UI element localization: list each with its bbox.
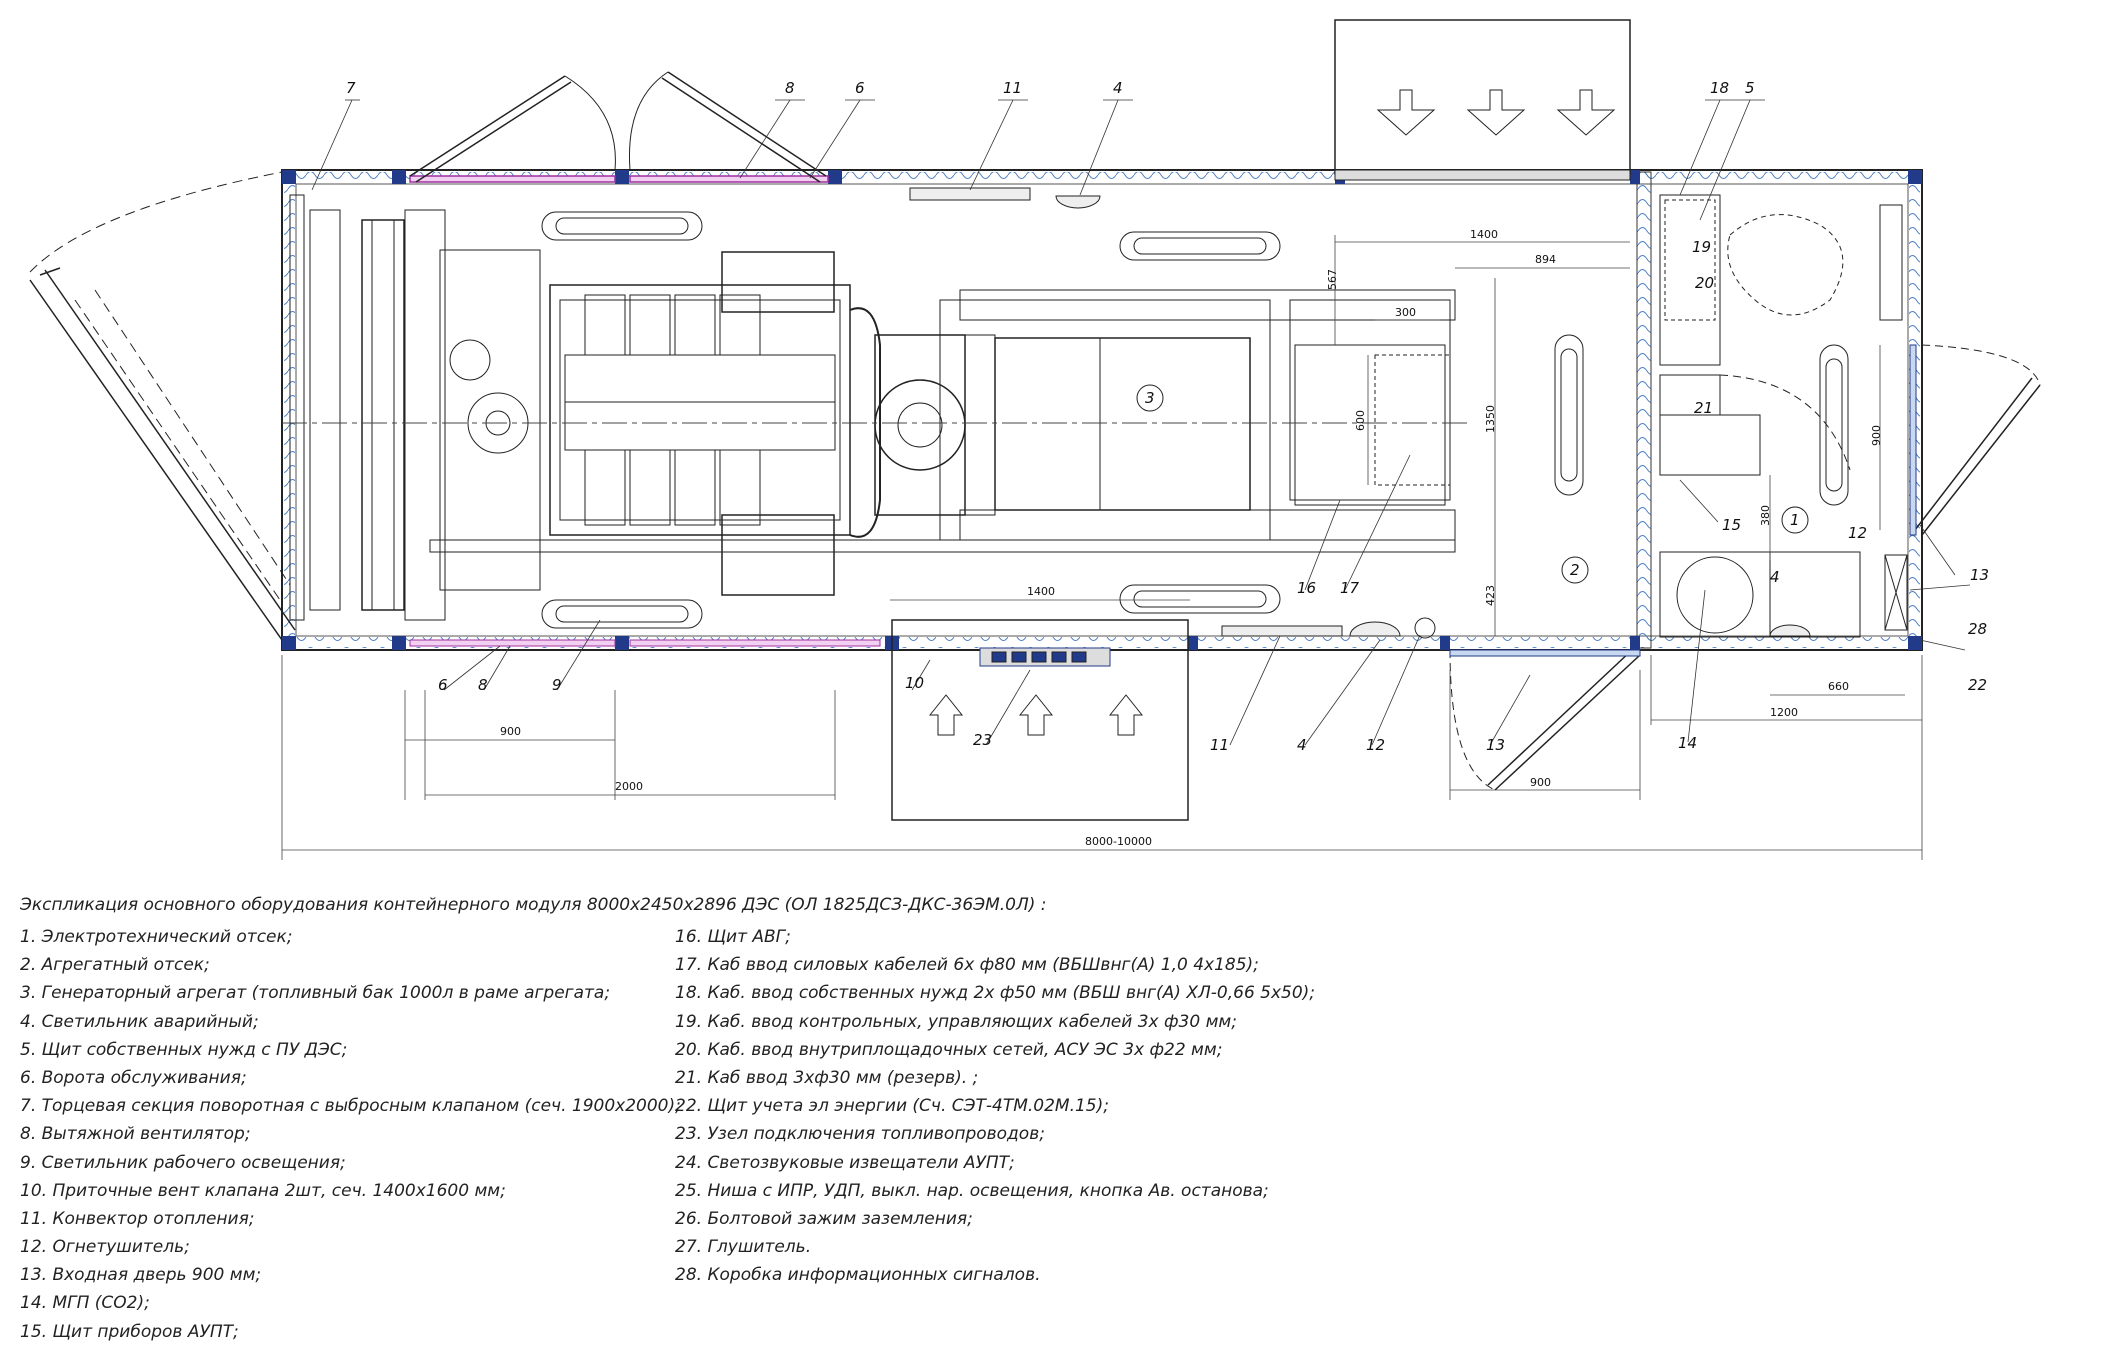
callout-9: 9 <box>552 676 562 694</box>
intake-valves-bottom <box>891 619 1189 821</box>
callout-17: 17 <box>1340 579 1360 597</box>
legend-item: 14. МГП (СО2); <box>20 1293 150 1314</box>
callout-7-top: 7 <box>346 79 356 97</box>
callout-6-top: 6 <box>855 79 865 97</box>
callout-15: 15 <box>1722 516 1741 534</box>
leader-lines <box>311 99 1971 746</box>
legend-item: 15. Щит приборов АУПТ; <box>20 1321 239 1342</box>
callout-18: 18 <box>1710 79 1729 97</box>
legend-item: 13. Входная дверь 900 мм; <box>20 1265 262 1286</box>
zone-2-label: 2 <box>1570 561 1580 579</box>
legend-item: 10. Приточные вент клапана 2шт, сеч. 140… <box>20 1180 506 1201</box>
zone-2-circle <box>1561 556 1589 584</box>
dim-567: 567 <box>1326 269 1339 290</box>
legend-item: 8. Вытяжной вентилятор; <box>20 1124 251 1145</box>
legend-item: 16. Щит АВГ; <box>675 927 791 947</box>
container-walls <box>281 169 1923 651</box>
dim-900-door: 900 <box>1530 776 1551 789</box>
callout-13-right: 13 <box>1970 566 1989 584</box>
legend-item: 4. Светильник аварийный; <box>20 1011 259 1032</box>
generator-set <box>282 249 1470 596</box>
callout-21: 21 <box>1694 399 1713 417</box>
legend-item: 18. Каб. ввод собственных нужд 2х ф50 мм… <box>675 983 1316 1004</box>
callout-4-bottom: 4 <box>1297 736 1307 754</box>
callout-4-top: 4 <box>1113 79 1123 97</box>
dim-900-left: 900 <box>500 725 521 738</box>
dim-380: 380 <box>1759 505 1772 526</box>
legend-item: 12. Огнетушитель; <box>20 1237 190 1258</box>
dim-423: 423 <box>1484 585 1497 606</box>
equipment-legend: Экспликация основного оборудования конте… <box>20 895 2080 1355</box>
dim-1400-bottom: 1400 <box>1027 585 1055 598</box>
zone-1-label: 1 <box>1790 511 1800 529</box>
callout-23: 23 <box>973 731 992 749</box>
callout-10: 10 <box>905 674 924 692</box>
callout-12-right: 12 <box>1848 524 1867 542</box>
legend-item: 6. Ворота обслуживания; <box>20 1067 247 1088</box>
legend-item: 24. Светозвуковые извещатели АУПТ; <box>675 1152 1015 1173</box>
dim-1350: 1350 <box>1484 405 1497 433</box>
electrical-compartment <box>1659 194 1908 638</box>
legend-item: 28. Коробка информационных сигналов. <box>675 1265 1041 1286</box>
callout-11-top: 11 <box>1003 79 1022 97</box>
callout-20: 20 <box>1695 274 1714 292</box>
legend-item: 1. Электротехнический отсек; <box>20 927 293 947</box>
callout-14: 14 <box>1678 734 1697 752</box>
service-gates-top <box>409 71 829 183</box>
callout-8-bottom: 8 <box>478 676 488 694</box>
callout-28: 28 <box>1968 620 1987 638</box>
dim-600: 600 <box>1354 410 1367 431</box>
callout-11-bottom: 11 <box>1210 736 1229 754</box>
entrance-doors <box>1449 344 2041 791</box>
dim-2000: 2000 <box>615 780 643 793</box>
legend-item: 22. Щит учета эл энергии (Сч. СЭТ-4ТМ.02… <box>675 1096 1109 1117</box>
dim-300: 300 <box>1395 306 1416 319</box>
dim-1200: 1200 <box>1770 706 1798 719</box>
callout-19: 19 <box>1692 238 1711 256</box>
dim-894: 894 <box>1535 253 1556 266</box>
legend-item: 19. Каб. ввод контрольных, управляющих к… <box>675 1011 1237 1032</box>
callout-13-bottom: 13 <box>1486 736 1505 754</box>
legend-item: 3. Генераторный агрегат (топливный бак 1… <box>20 983 611 1004</box>
callout-22: 22 <box>1968 676 1987 694</box>
callout-8-top: 8 <box>785 79 795 97</box>
dim-8000-10000: 8000-10000 <box>1085 835 1152 848</box>
end-section-rotating <box>29 171 296 641</box>
callout-5: 5 <box>1745 79 1755 97</box>
legend-item: 23. Узел подключения топливопроводов; <box>675 1124 1045 1145</box>
container-floor-plan: 1 2 3 7 8 6 11 4 18 5 19 20 21 15 12 4 1… <box>29 19 2041 860</box>
service-gates-bottom <box>409 639 881 647</box>
legend-item: 7. Торцевая секция поворотная с выбросны… <box>20 1096 681 1117</box>
legend-item: 26. Болтовой зажим заземления; <box>675 1208 973 1229</box>
legend-item: 9. Светильник рабочего освещения; <box>20 1152 346 1173</box>
legend-item: 27. Глушитель. <box>675 1237 812 1258</box>
callout-6-bottom: 6 <box>438 676 448 694</box>
zone-3-circle <box>1136 384 1164 412</box>
legend-column-right: 16. Щит АВГ; 17. Каб ввод силовых кабеле… <box>675 923 1315 1289</box>
dim-900-right: 900 <box>1870 425 1883 446</box>
dim-660: 660 <box>1828 680 1849 693</box>
zone-1-circle <box>1781 506 1809 534</box>
dimension-lines <box>281 235 1923 860</box>
exhaust-hood-top <box>1334 19 1631 181</box>
callout-12-bottom: 12 <box>1366 736 1385 754</box>
callout-4-room: 4 <box>1770 568 1780 586</box>
legend-item: 11. Конвектор отопления; <box>20 1208 255 1229</box>
radiator <box>289 194 446 621</box>
light-fixtures <box>541 211 1849 629</box>
legend-item: 5. Щит собственных нужд с ПУ ДЭС; <box>20 1039 348 1060</box>
legend-item: 21. Каб ввод 3хф30 мм (резерв). ; <box>675 1067 979 1088</box>
legend-item: 25. Ниша с ИПР, УДП, выкл. нар. освещени… <box>675 1180 1269 1201</box>
legend-column-left: 1. Электротехнический отсек; 2. Агрегатн… <box>20 923 681 1346</box>
zone-3-label: 3 <box>1145 389 1155 407</box>
zone-markers <box>1136 384 1809 584</box>
convectors-and-emergency-lights <box>909 187 1811 639</box>
callout-16: 16 <box>1297 579 1316 597</box>
dim-1400-top: 1400 <box>1470 228 1498 241</box>
legend-item: 17. Каб ввод силовых кабелей 6х ф80 мм (… <box>675 955 1259 976</box>
legend-title: Экспликация основного оборудования конте… <box>20 895 1047 915</box>
legend-item: 2. Агрегатный отсек; <box>20 955 210 976</box>
legend-item: 20. Каб. ввод внутриплощадочных сетей, А… <box>675 1039 1223 1060</box>
